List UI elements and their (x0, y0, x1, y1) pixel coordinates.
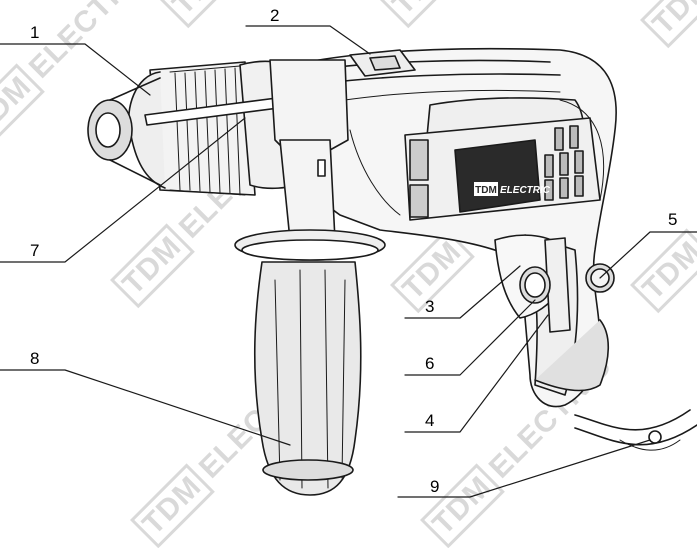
callout-label-1: 1 (30, 23, 40, 42)
callout-line-2 (245, 25, 371, 55)
callout-label-2: 2 (270, 6, 280, 25)
power-cord (574, 409, 697, 451)
mode-switch (349, 49, 416, 77)
callout-label-7: 7 (30, 241, 40, 260)
callout-label-8: 8 (30, 349, 40, 368)
callout-line-9 (397, 439, 651, 498)
callout-line-4 (404, 314, 549, 433)
callout-line-1 (0, 43, 151, 96)
side-handle (234, 59, 386, 496)
chuck (87, 61, 256, 196)
callout-label-4: 4 (425, 411, 435, 430)
callout-label-5: 5 (668, 210, 678, 229)
callout-label-9: 9 (430, 477, 440, 496)
speed-wheel (519, 266, 551, 304)
product-logo: TDM ELECTRIC (474, 182, 551, 196)
callout-line-6 (404, 299, 536, 376)
callout-label-6: 6 (425, 354, 435, 373)
callout-line-3 (404, 265, 521, 319)
callout-lines (0, 25, 697, 498)
callout-label-3: 3 (425, 297, 435, 316)
callout-line-5 (599, 231, 697, 279)
svg-text:ELECTRIC: ELECTRIC (500, 185, 551, 196)
callout-line-7 (0, 117, 246, 263)
drill-illustration: TDM ELECTRIC (0, 25, 697, 498)
callout-line-8 (0, 369, 291, 446)
svg-text:TDM: TDM (475, 185, 497, 196)
